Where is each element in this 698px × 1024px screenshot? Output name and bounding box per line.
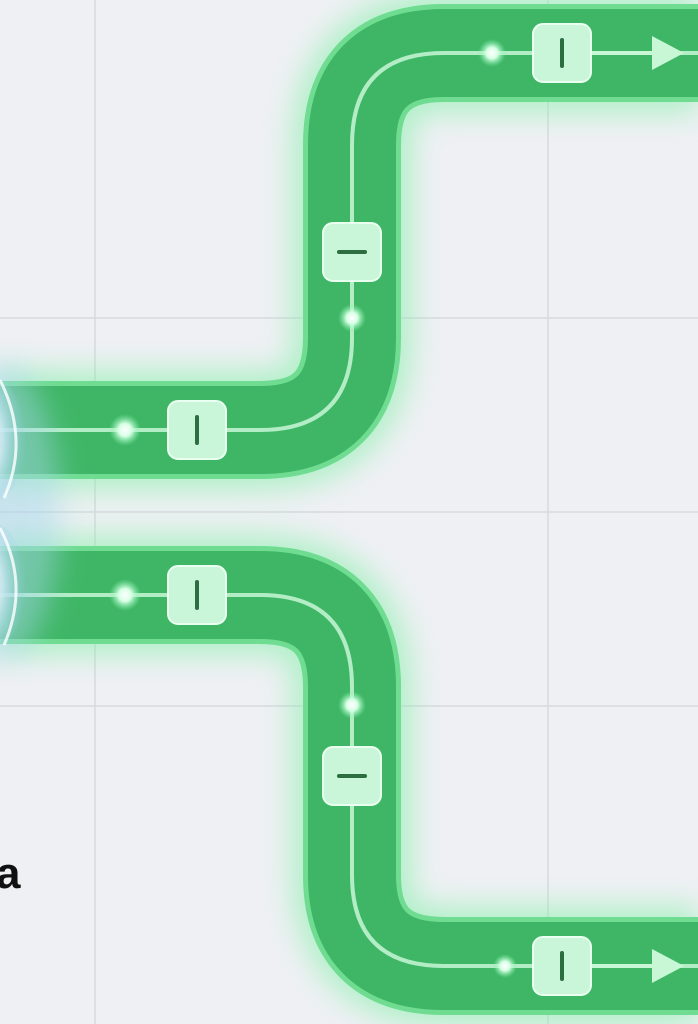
- horizontal-bar-icon: [337, 250, 367, 254]
- vertical-bar-icon: [560, 38, 564, 68]
- horizontal-bar-icon: [337, 774, 367, 778]
- lower-node-3[interactable]: [533, 937, 591, 995]
- fragment-label: a: [0, 852, 20, 896]
- vertical-bar-icon: [195, 580, 199, 610]
- upper-node-1[interactable]: [168, 401, 226, 459]
- lower-node-2[interactable]: [323, 747, 381, 805]
- upper-node-2[interactable]: [323, 223, 381, 281]
- lower-node-1[interactable]: [168, 566, 226, 624]
- upper-node-3[interactable]: [533, 24, 591, 82]
- vertical-bar-icon: [195, 415, 199, 445]
- vertical-bar-icon: [560, 951, 564, 981]
